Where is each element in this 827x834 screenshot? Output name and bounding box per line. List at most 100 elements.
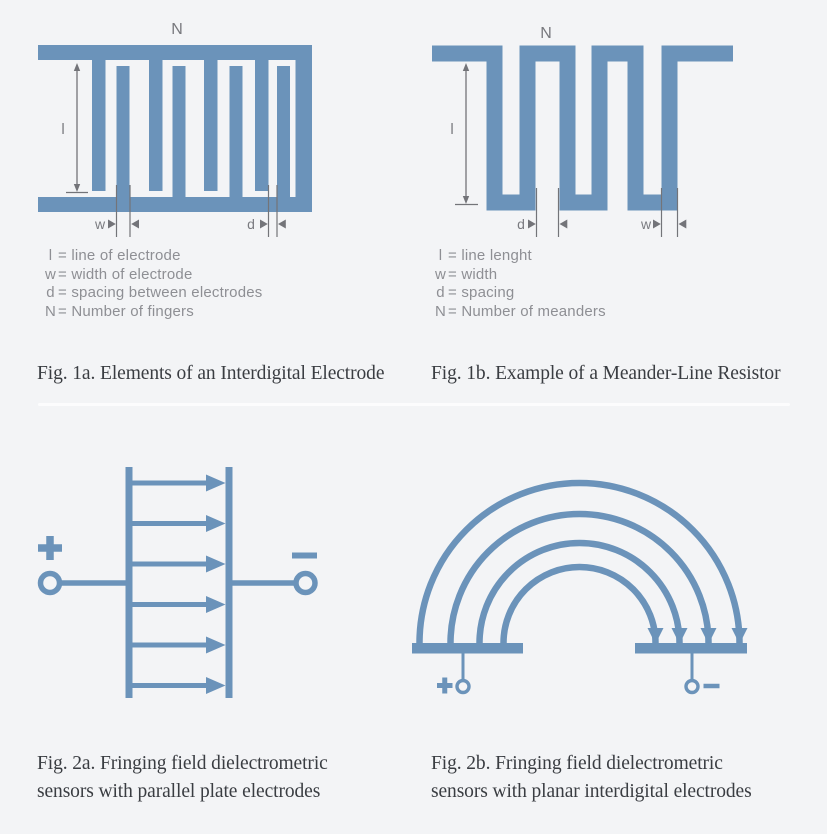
meander-count-label: N <box>540 25 552 42</box>
fig2a-caption: Fig. 2a. Fringing field dielectrometric … <box>37 750 328 806</box>
terminal-circle <box>37 570 63 596</box>
legend-row: N= Number of fingers <box>43 303 262 322</box>
legend-symbol: d <box>46 284 55 301</box>
arrow-left-icon <box>678 219 687 229</box>
arrow-left-icon <box>131 219 139 229</box>
legend-row: w= width <box>433 266 606 285</box>
planar-electrodes <box>412 643 747 654</box>
legend-symbol: l <box>48 247 53 264</box>
fig1a-legend: l = line of electrode w= width of electro… <box>43 247 262 321</box>
fig2a-parallel-plate-diagram <box>37 467 318 698</box>
legend-definition: = width <box>448 265 498 283</box>
legend-row: l= line lenght <box>433 247 606 266</box>
section-divider <box>38 403 790 406</box>
bottom-finger <box>229 66 243 212</box>
legend-row: w= width of electrode <box>43 266 262 285</box>
fig1b-caption: Fig. 1b. Example of a Meander-Line Resis… <box>431 363 781 384</box>
field-arrow <box>132 555 226 573</box>
legend-row: N= Number of meanders <box>433 303 606 322</box>
negative-terminal <box>232 552 318 596</box>
fig1b-meander-diagram: N l d w <box>432 25 733 237</box>
arrow-down-icon <box>462 196 470 204</box>
top-finger <box>255 45 269 191</box>
field-arc <box>447 510 712 644</box>
left-plate <box>125 467 133 698</box>
legend-symbol: N <box>434 302 447 320</box>
spacing-label: d <box>517 216 525 232</box>
length-dimension <box>455 63 478 206</box>
capacitor-plates <box>125 467 233 698</box>
finger-count-label: N <box>171 21 183 38</box>
fig2b-caption: Fig. 2b. Fringing field dielectrometric … <box>431 750 752 806</box>
arrow-right-icon <box>108 219 116 229</box>
fig1a-caption: Fig. 1a. Elements of an Interdigital Ele… <box>37 363 385 384</box>
width-label: w <box>640 216 652 232</box>
right-plate <box>225 467 233 698</box>
width-dimension <box>108 185 139 237</box>
length-label: l <box>450 121 453 138</box>
fig2a-caption-line1: Fig. 2a. Fringing field dielectrometric <box>37 753 328 774</box>
length-label: l <box>61 121 64 138</box>
fringing-field-arcs <box>416 479 743 644</box>
spacing-label: d <box>247 216 255 232</box>
arrow-down-icon <box>671 628 688 644</box>
fig1b-legend: l= line lenght w= width d= spacing N= Nu… <box>433 247 606 321</box>
plus-icon <box>38 536 62 560</box>
field-arc <box>416 479 743 644</box>
negative-terminal <box>684 653 720 695</box>
fig2b-planar-interdigital-diagram <box>412 479 748 695</box>
length-dimension <box>66 63 88 194</box>
legend-row: d= spacing between electrodes <box>43 284 262 303</box>
plus-icon <box>437 677 453 694</box>
width-dimension <box>653 188 687 237</box>
field-arc <box>476 539 683 644</box>
legend-definition: = line lenght <box>448 247 532 264</box>
legend-symbol: N <box>44 302 57 320</box>
left-electrode-bar <box>412 643 523 654</box>
top-finger <box>204 45 218 191</box>
terminal-circle <box>684 678 700 695</box>
legend-symbol: w <box>434 265 447 283</box>
bottom-finger <box>116 66 130 212</box>
legend-symbol: w <box>44 265 57 283</box>
field-arrow <box>132 515 226 532</box>
legend-definition: = spacing <box>448 284 515 301</box>
arrow-up-icon <box>462 63 470 71</box>
terminal-circle <box>293 570 318 596</box>
interdigital-electrode-shape <box>38 45 312 212</box>
arrow-left-icon <box>278 219 286 229</box>
arrow-down-icon <box>700 628 717 644</box>
arrow-right-icon <box>653 219 661 229</box>
arrow-down-icon <box>647 628 664 644</box>
arrow-right-icon <box>260 219 268 229</box>
positive-terminal <box>437 653 471 695</box>
arc-arrowheads <box>647 628 748 644</box>
bottom-finger <box>172 66 186 212</box>
right-end-column <box>295 45 312 212</box>
spacing-dimension <box>528 188 568 237</box>
top-bus-bar <box>38 45 312 60</box>
field-arrow <box>132 474 226 492</box>
field-arrow <box>132 596 226 613</box>
legend-definition: = Number of fingers <box>58 302 194 320</box>
fig2b-caption-line2: sensors with planar interdigital electro… <box>431 781 752 802</box>
top-finger <box>149 45 163 191</box>
field-arrows <box>132 474 226 694</box>
spacing-dimension <box>260 185 286 237</box>
fig2b-caption-line1: Fig. 2b. Fringing field dielectrometric <box>431 753 723 774</box>
legend-row: l = line of electrode <box>43 247 262 266</box>
positive-terminal <box>37 536 126 596</box>
arrow-up-icon <box>73 63 81 71</box>
top-finger <box>92 45 106 191</box>
arrow-right-icon <box>528 219 536 229</box>
fig1a-interdigital-diagram: N l w d <box>38 21 312 237</box>
width-label: w <box>94 216 106 232</box>
legend-definition: = Number of meanders <box>448 302 606 320</box>
arrow-down-icon <box>731 628 748 644</box>
field-arrow <box>132 636 226 654</box>
bottom-finger <box>277 66 290 212</box>
legend-definition: = width of electrode <box>58 265 193 283</box>
legend-row: d= spacing <box>433 284 606 303</box>
legend-definition: = spacing between electrodes <box>58 284 263 301</box>
legend-definition: = line of electrode <box>58 247 181 264</box>
